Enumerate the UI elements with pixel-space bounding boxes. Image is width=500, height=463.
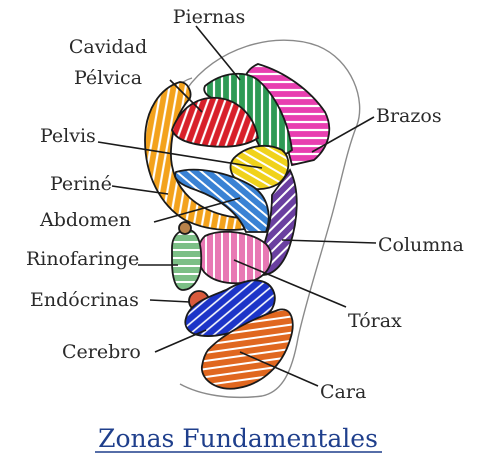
label-columna: Columna <box>378 234 464 256</box>
leader-columna <box>281 239 377 244</box>
ear-outline <box>179 39 361 399</box>
label-cerebro: Cerebro <box>62 341 141 363</box>
region-torax <box>197 230 273 285</box>
label-cara: Cara <box>320 381 366 403</box>
region-rinofaringe-cap <box>178 221 192 235</box>
leader-perine <box>111 185 169 195</box>
leader-pelvis <box>97 141 263 169</box>
leader-cara <box>239 351 319 387</box>
leader-torax <box>233 259 347 308</box>
leader-cavidad-pelvica <box>169 79 203 113</box>
leader-piernas <box>195 25 241 81</box>
leader-abdomen <box>153 197 241 223</box>
leader-endocrinas <box>149 299 191 303</box>
label-torax: Tórax <box>348 310 402 332</box>
region-abdomen <box>174 168 270 233</box>
leader-cerebro <box>154 329 207 353</box>
label-pelvis: Pelvis <box>40 125 96 147</box>
label-endocrinas: Endócrinas <box>30 289 139 311</box>
label-perine: Periné <box>50 173 112 195</box>
label-rinofaringe: Rinofaringe <box>26 248 139 270</box>
label-abdomen: Abdomen <box>39 209 131 231</box>
label-cavidad-line2: Pélvica <box>74 67 142 89</box>
region-cara <box>201 308 294 390</box>
diagram-title: Zonas Fundamentales <box>98 424 378 453</box>
region-cavidad-pelvica <box>171 96 259 148</box>
label-brazos: Brazos <box>376 105 442 127</box>
label-piernas: Piernas <box>173 6 246 28</box>
leader-brazos <box>311 116 375 153</box>
label-cavidad-line1: Cavidad <box>69 36 147 58</box>
region-rinofaringe <box>171 228 203 291</box>
